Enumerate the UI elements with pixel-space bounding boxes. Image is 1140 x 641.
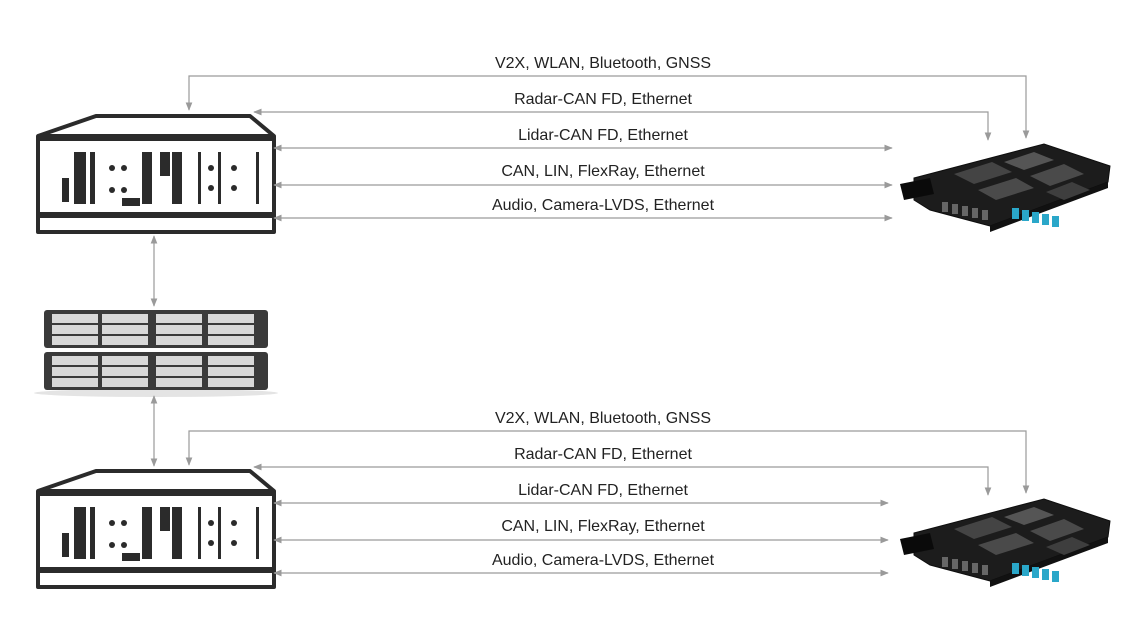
bottom-connection-group: V2X, WLAN, Bluetooth, GNSS Radar-CAN FD,… <box>36 410 1111 589</box>
storage-shelf-upper <box>44 310 268 348</box>
top-v2x-label: V2X, WLAN, Bluetooth, GNSS <box>495 55 711 72</box>
top-audio-label: Audio, Camera-LVDS, Ethernet <box>492 197 715 214</box>
top-data-logger-icon <box>36 114 276 234</box>
bottom-v2x-label: V2X, WLAN, Bluetooth, GNSS <box>495 410 711 427</box>
bottom-v2x-connector <box>185 430 1030 494</box>
bottom-audio-label: Audio, Camera-LVDS, Ethernet <box>492 552 715 569</box>
top-lidar-label: Lidar-CAN FD, Ethernet <box>518 127 688 144</box>
storage-shelf-lower <box>44 352 268 390</box>
storage-array-icon <box>34 310 278 397</box>
bottom-ecu-board-icon <box>899 498 1111 588</box>
bottom-lidar-label: Lidar-CAN FD, Ethernet <box>518 482 688 499</box>
top-radar-connector <box>253 108 992 141</box>
top-radar-label: Radar-CAN FD, Ethernet <box>514 91 692 108</box>
bottom-radar-label: Radar-CAN FD, Ethernet <box>514 446 692 463</box>
top-v2x-connector <box>185 75 1030 139</box>
top-ecu-board-icon <box>899 143 1111 233</box>
bottom-data-logger-icon <box>36 469 276 589</box>
bottom-radar-connector <box>253 463 992 496</box>
bottom-can-label: CAN, LIN, FlexRay, Ethernet <box>501 518 705 535</box>
top-connection-group: V2X, WLAN, Bluetooth, GNSS Radar-CAN FD,… <box>36 55 1111 234</box>
top-can-label: CAN, LIN, FlexRay, Ethernet <box>501 163 705 180</box>
